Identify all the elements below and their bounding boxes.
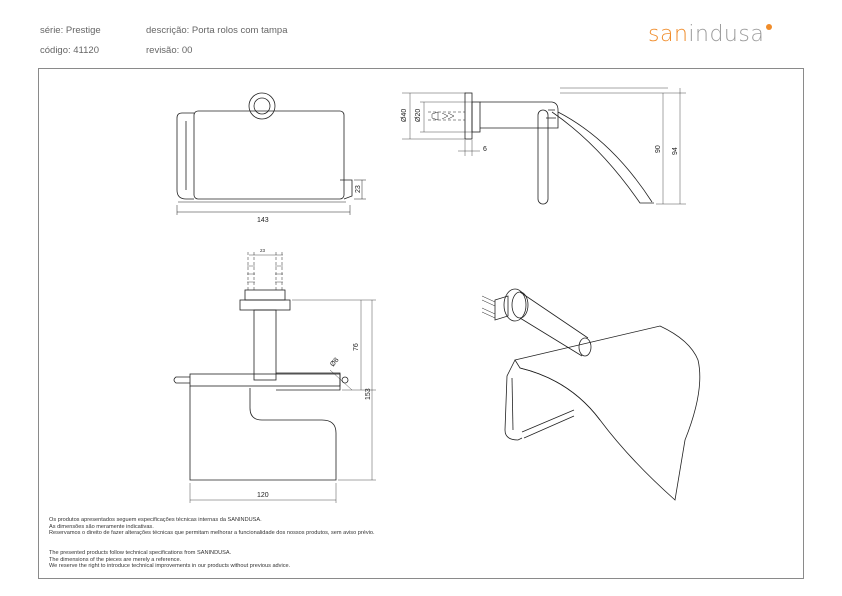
side-view xyxy=(402,87,686,205)
note-pt-line: Os produtos apresentados seguem especifi… xyxy=(49,517,262,523)
dim-top-23: 23 xyxy=(260,248,266,253)
notes-portuguese: Os produtos apresentados seguem especifi… xyxy=(49,517,375,537)
sanindusa-logo: sanindusa xyxy=(648,22,773,47)
serie-label: série: Prestige xyxy=(40,25,101,36)
logo-dot-icon xyxy=(766,24,773,30)
dim-top-120: 120 xyxy=(257,492,269,499)
dim-side-94: 94 xyxy=(672,147,679,155)
dim-top-76: 76 xyxy=(353,343,360,351)
dim-side-d20: Ø20 xyxy=(415,109,422,122)
note-pt-line: Reservamos o direito de fazer alterações… xyxy=(49,530,375,537)
drawing-frame xyxy=(38,68,804,579)
dim-front-width: 143 xyxy=(257,217,269,224)
note-pt-line: As dimensões são meramente indicativas. xyxy=(49,523,154,530)
top-view xyxy=(173,252,376,503)
descricao-label: descrição: Porta rolos com tampa xyxy=(146,25,288,36)
note-en-line: The presented products follow technical … xyxy=(49,550,232,556)
dim-side-d40: Ø40 xyxy=(401,109,408,122)
dim-top-d8: Ø8 xyxy=(329,357,340,369)
dim-front-height: 23 xyxy=(355,185,362,193)
front-view xyxy=(176,92,366,215)
codigo-label: código: 41120 xyxy=(40,45,99,56)
notes-english: The presented products follow technical … xyxy=(49,550,290,570)
logo-part-indusa: indusa xyxy=(688,22,765,47)
dim-side-90: 90 xyxy=(655,145,662,153)
note-en-line: We reserve the right to introduce techni… xyxy=(49,563,291,570)
logo-part-san: san xyxy=(648,22,689,47)
revisao-label: revisão: 00 xyxy=(146,45,193,56)
dim-side-6: 6 xyxy=(483,146,487,153)
isometric-view xyxy=(481,288,701,501)
dim-top-153: 153 xyxy=(365,388,372,400)
note-en-line: The dimensions of the pieces are merely … xyxy=(49,556,182,563)
